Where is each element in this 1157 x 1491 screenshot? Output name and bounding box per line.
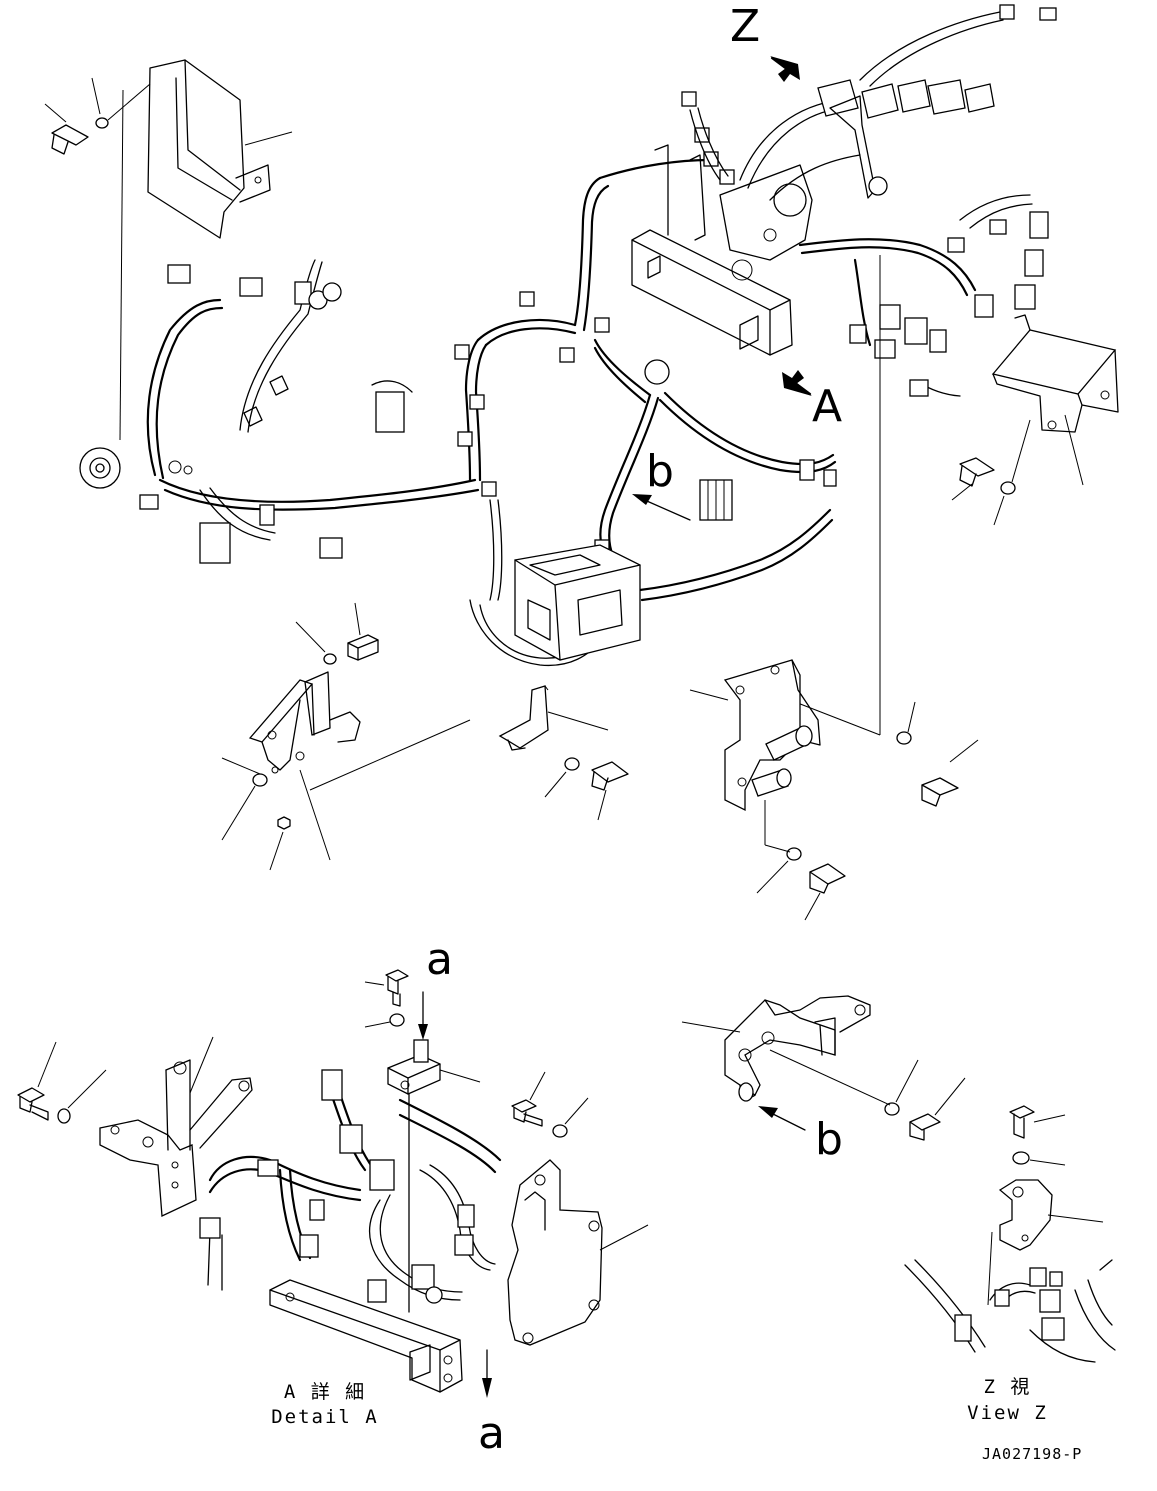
- left-center-bolt: [347, 602, 379, 661]
- right-center-washer-lower: [756, 847, 802, 894]
- top-left-washer: [91, 77, 151, 129]
- right-center-washer-upper: [896, 701, 916, 745]
- right-mounting-bracket: [991, 314, 1119, 486]
- center-clamp: [498, 685, 609, 751]
- upper-harness-cable: [598, 11, 1033, 397]
- detail-b-washer: [884, 1059, 919, 1116]
- upper-base-frame: [631, 95, 888, 356]
- view-z-harness: [904, 1259, 1116, 1363]
- detail-a-sensor: [387, 991, 481, 1313]
- view-z-washer: [1012, 1151, 1066, 1166]
- detail-a-left-bracket: [99, 1036, 253, 1217]
- detail-a-bottom-label: a: [478, 1408, 505, 1459]
- detail-a-left-washer: [57, 1069, 107, 1124]
- center-harness-connectors: [371, 291, 837, 585]
- left-center-nut: [221, 719, 471, 871]
- detail-a-left-bolt: [17, 1041, 57, 1121]
- view-z-arrow-label: Z: [730, 1, 761, 52]
- top-left-bolt: [44, 103, 89, 155]
- detail-a-down-arrow-icon: [482, 1349, 492, 1398]
- left-center-washer: [295, 621, 337, 665]
- detail-a-cover-washer: [552, 1097, 589, 1138]
- detail-a-caption-jp: A 詳 細: [283, 1381, 367, 1403]
- upper-connector-cluster: [681, 4, 1057, 397]
- view-z-caption-jp: Z 視: [983, 1376, 1032, 1398]
- detail-b-bolt: [909, 1077, 966, 1141]
- right-center-bolt-upper: [921, 739, 979, 807]
- left-harness-main-cable: [146, 259, 480, 541]
- detail-a-cover-plate: [507, 1159, 649, 1346]
- left-harness-connectors: [79, 264, 343, 564]
- view-z-caption-en: View Z: [967, 1402, 1048, 1424]
- right-leader-line-2: [789, 699, 881, 736]
- right-center-plate-bracket: [689, 659, 821, 853]
- detail-a-caption-en: Detail A: [271, 1406, 379, 1428]
- view-a-arrow-icon: [782, 370, 812, 396]
- detail-a-sensor-bolt: [364, 969, 409, 1007]
- view-z-arrow-icon: [770, 56, 800, 82]
- drawing-code: JA027198-P: [982, 1445, 1083, 1463]
- detail-a-harness: [199, 1069, 502, 1304]
- detail-b-arrow-icon: [632, 494, 691, 521]
- view-a-arrow-label: A: [812, 381, 843, 432]
- view-z-bolt: [1009, 1105, 1066, 1139]
- right-washer: [993, 419, 1031, 526]
- right-bolt: [951, 457, 995, 501]
- center-clamp-washer: [544, 757, 580, 798]
- detail-a-base-frame: [269, 1279, 463, 1393]
- right-center-bolt-lower: [804, 863, 846, 921]
- detail-a-top-label: a: [426, 934, 453, 985]
- top-left-cover-bracket: [147, 59, 293, 239]
- center-junction-block: [514, 544, 641, 661]
- detail-a-cover-bolt: [511, 1071, 546, 1127]
- detail-b-bracket: [681, 995, 891, 1131]
- detail-a-sensor-washer: [364, 1013, 405, 1028]
- left-leader-line: [119, 89, 124, 441]
- view-z-clip: [987, 1179, 1104, 1306]
- center-clamp-bolt: [591, 761, 629, 821]
- center-harness-cable: [464, 176, 837, 667]
- left-center-bracket: [248, 671, 361, 774]
- detail-b-top-label: b: [646, 446, 674, 497]
- detail-b-bottom-label: b: [815, 1114, 843, 1165]
